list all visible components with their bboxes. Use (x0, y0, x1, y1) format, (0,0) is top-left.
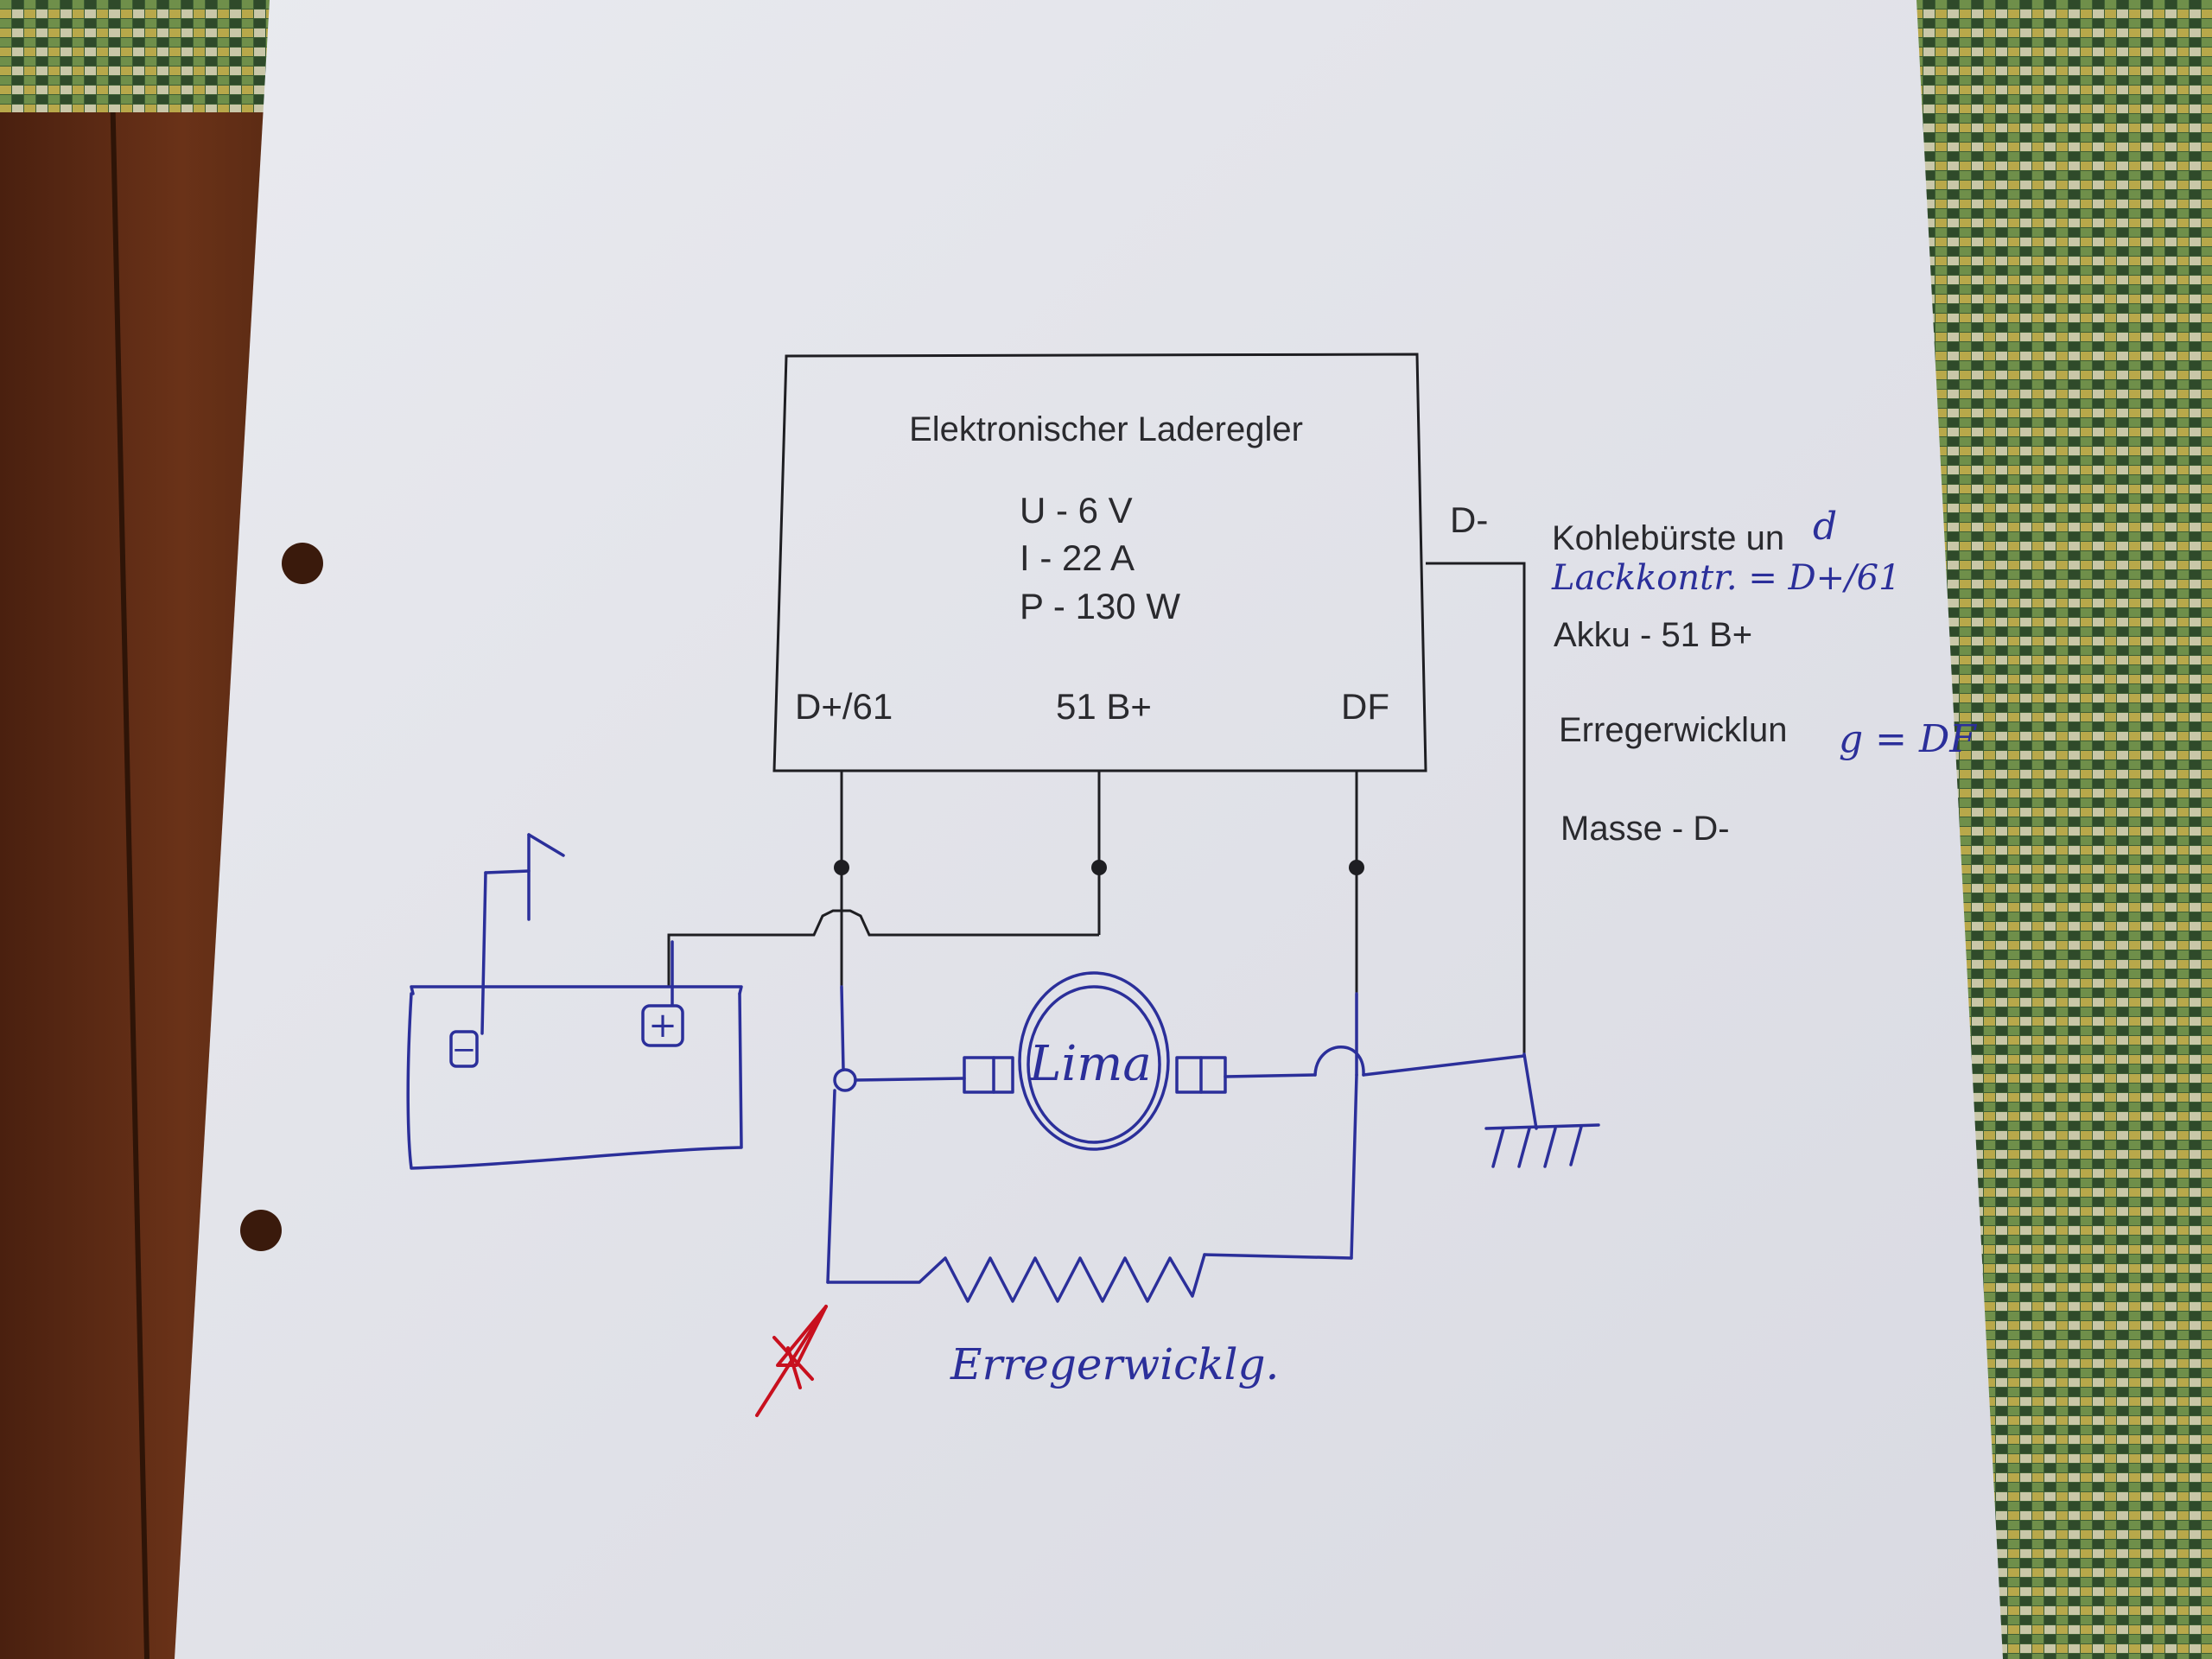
field-winding-drawing: Erregerwicklg. (826, 1073, 1358, 1389)
regulator-title: Elektronischer Laderegler (909, 410, 1303, 448)
punch-hole-bottom (240, 1210, 282, 1251)
legend-lackkontr-hand: Lackkontr. = D+/61 (1551, 558, 1901, 598)
spec-voltage: U - 6 V (1020, 490, 1133, 531)
battery-drawing: − + (406, 833, 743, 1170)
legend-akku: Akku - 51 B+ (1554, 616, 1752, 654)
terminal-df: DF (1341, 686, 1389, 727)
terminal-legend: Kohlebürste un d Lackkontr. = D+/61 Akku… (1551, 505, 1977, 848)
junction-df (1349, 860, 1364, 875)
generator-label: Lima (1028, 1036, 1152, 1092)
battery-plus-terminal (641, 1004, 684, 1047)
legend-erregerwicklung: Erregerwicklun (1559, 711, 1788, 749)
battery-minus-terminal (449, 1030, 479, 1068)
spec-current: I - 22 A (1020, 537, 1135, 578)
ground-symbol (1484, 1052, 1600, 1168)
legend-kohlebuerste-hand-suffix: d (1813, 505, 1837, 549)
brush-left (963, 1056, 1014, 1094)
legend-kohlebuerste: Kohlebürste un (1552, 519, 1784, 557)
terminal-d-minus: D- (1450, 499, 1488, 540)
fabric-top-left (0, 0, 285, 112)
legend-erregerwicklung-hand-suffix: g = DF (1839, 717, 1977, 761)
field-winding-label: Erregerwicklg. (950, 1339, 1279, 1389)
junction-d-plus (834, 860, 849, 875)
spec-power: P - 130 W (1020, 586, 1180, 626)
battery-minus-sign: − (452, 1033, 477, 1067)
paper-sheet (175, 0, 2003, 1659)
terminal-d-plus-61: D+/61 (795, 686, 893, 727)
regulator-box: Elektronischer Laderegler U - 6 V I - 22… (772, 353, 1427, 772)
punch-hole-top (282, 543, 323, 584)
wood-seam (110, 86, 149, 1659)
generator-drawing: Lima (833, 971, 1526, 1151)
junction-b-plus (1091, 860, 1107, 875)
battery-plus-sign: + (648, 1006, 677, 1046)
terminal-51-b-plus: 51 B+ (1056, 686, 1152, 727)
printed-wiring (667, 562, 1526, 1054)
red-pen-mark (755, 1305, 828, 1417)
legend-masse: Masse - D- (1560, 810, 1730, 848)
